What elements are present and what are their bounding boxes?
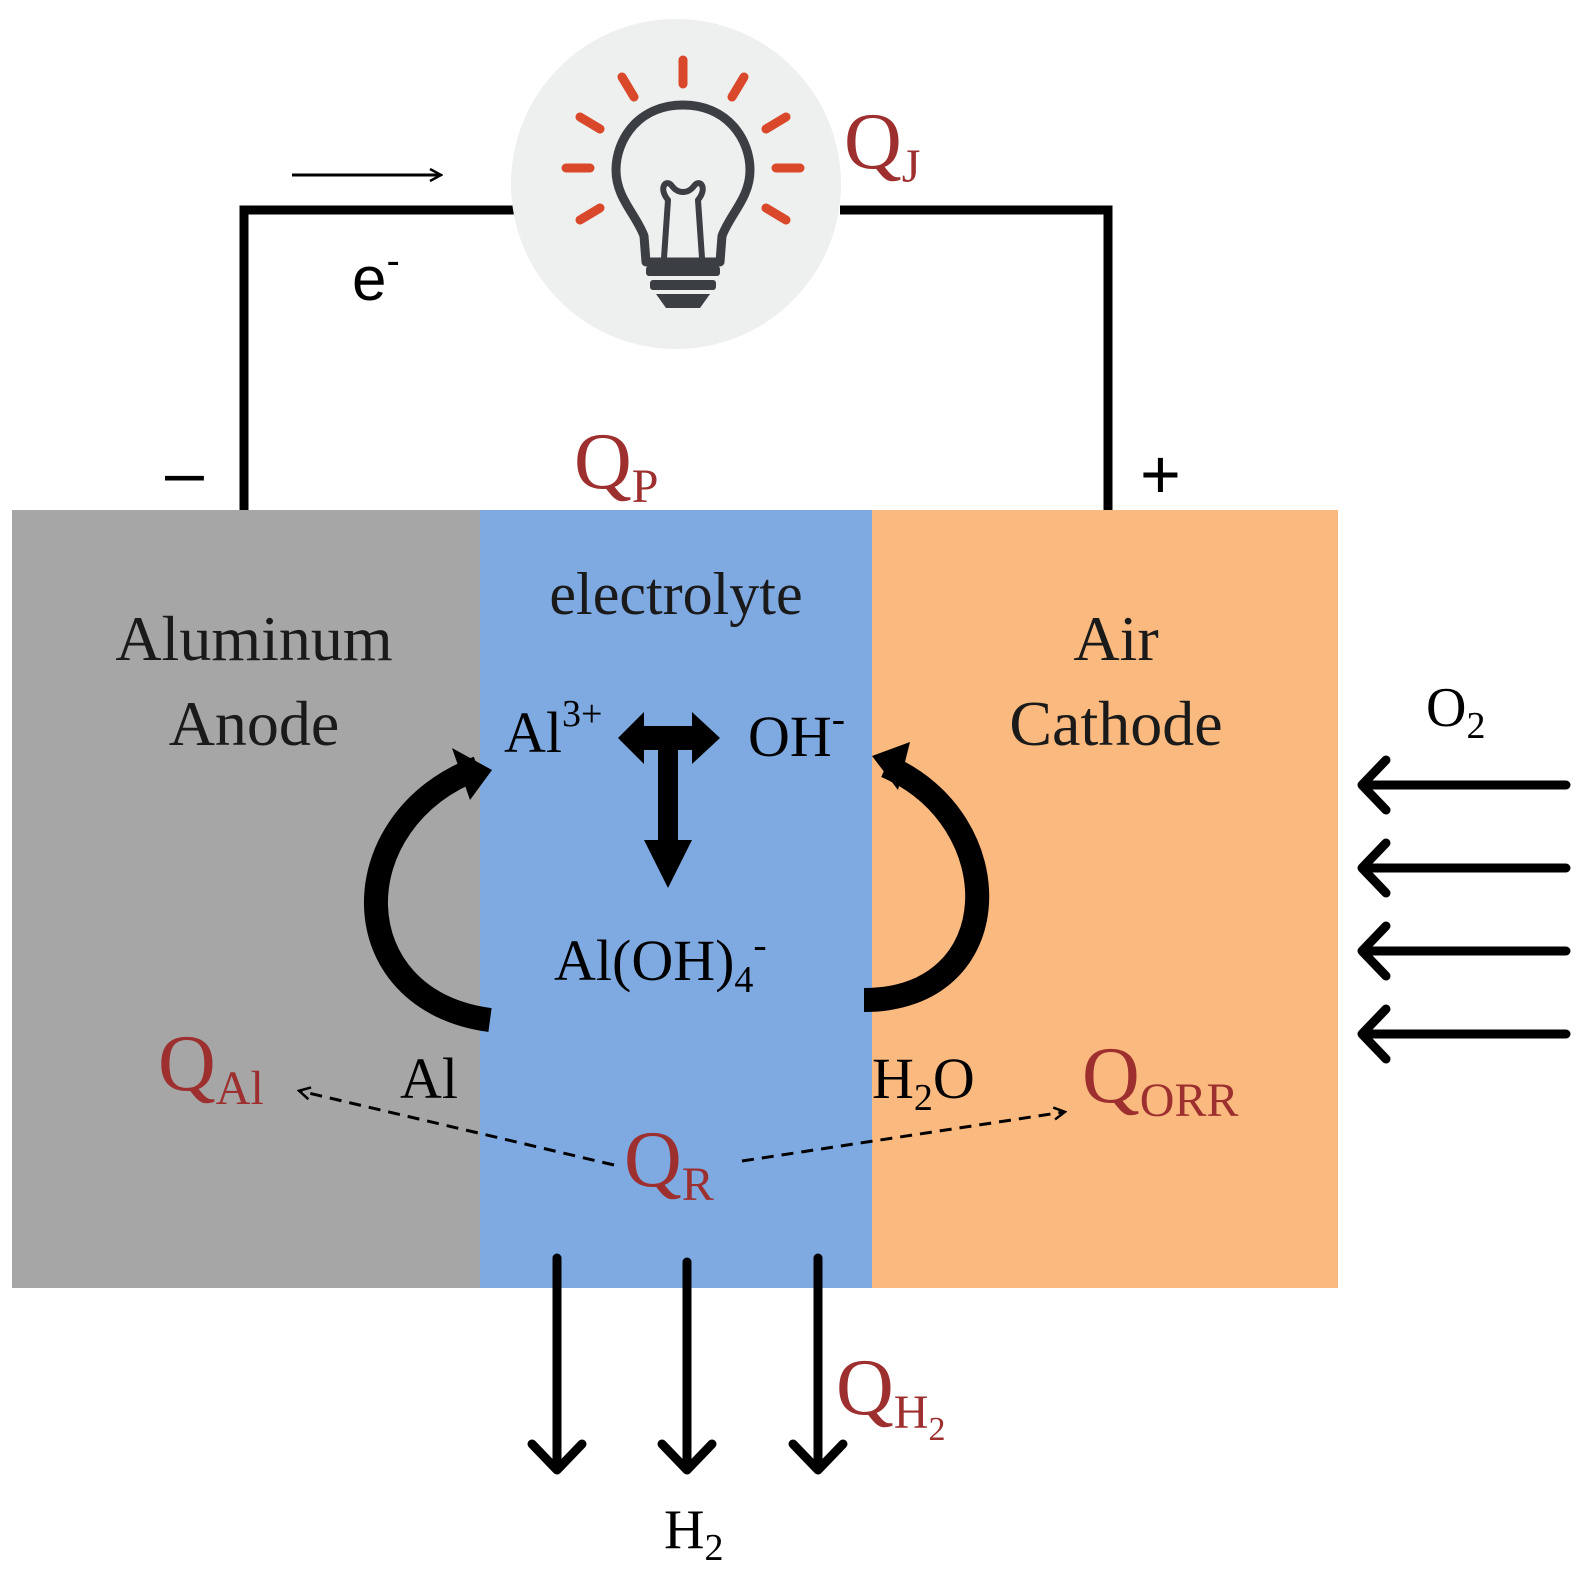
polarization-heat-label: QP: [574, 418, 658, 513]
oxygen-label: O2: [1426, 677, 1485, 747]
aluminum-label: Al: [400, 1046, 458, 1111]
electrolyte-title: electrolyte: [549, 561, 802, 627]
anode-subtitle: Anode: [169, 688, 340, 759]
minus-terminal: –: [165, 433, 204, 511]
anode-reaction-arrow: [364, 748, 492, 1032]
ion-combination-arrow: [618, 712, 720, 888]
cathode-subtitle: Cathode: [1009, 688, 1222, 759]
external-circuit: [239, 205, 1113, 510]
electrolyte-region: [480, 510, 872, 1288]
hydrogen-heat-label: QH2: [836, 1344, 945, 1448]
cathode-reaction-arrow: [863, 742, 989, 1012]
reaction-heat-label: QR: [624, 1116, 714, 1211]
anode-region: [12, 510, 480, 1288]
oxygen-inlet-arrows: [1357, 755, 1571, 1064]
water-label: H2O: [872, 1046, 975, 1119]
orr-heat-label: QORR: [1082, 1032, 1238, 1127]
aluminum-heat-label: QAl: [158, 1020, 264, 1115]
electron-label: e-: [352, 239, 400, 314]
cathode-region: [872, 510, 1338, 1288]
hydrogen-outlet-arrows: [527, 1253, 848, 1475]
plus-terminal: +: [1140, 435, 1181, 513]
joule-heat-label: QJ: [844, 98, 920, 193]
cathode-title: Air: [1073, 603, 1158, 674]
heat-arrow-to-cathode: [741, 1112, 1064, 1163]
hydroxide-label: OH-: [748, 696, 845, 769]
lightbulb-icon: [511, 19, 841, 349]
heat-arrow-to-anode: [300, 1091, 615, 1167]
aluminum-ion-label: Al3+: [504, 693, 602, 765]
anode-title: Aluminum: [115, 603, 392, 674]
hydrogen-label: H2: [664, 1499, 723, 1569]
aluminate-label: Al(OH)4-: [554, 922, 767, 1001]
